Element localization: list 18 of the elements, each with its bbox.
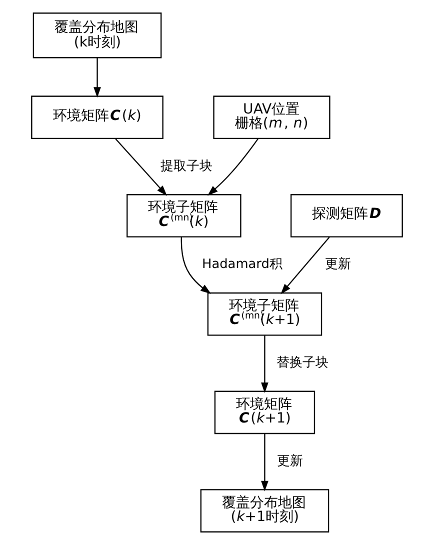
arrow bbox=[280, 236, 330, 294]
edge-label: Hadamard积 bbox=[202, 257, 282, 272]
node-box: 环境矩阵C(k+1) bbox=[214, 390, 316, 434]
edge-label: 更新 bbox=[325, 257, 352, 272]
node-box: UAV位置栅格(m, n) bbox=[213, 96, 330, 139]
edge-label: 提取子块 bbox=[160, 158, 212, 174]
arrow bbox=[180, 237, 212, 294]
arrow bbox=[115, 138, 168, 196]
node-box: 环境矩阵C(k) bbox=[31, 96, 164, 139]
arrow bbox=[94, 58, 101, 98]
node-box: 覆盖分布地图(k时刻) bbox=[32, 12, 162, 58]
arrow bbox=[261, 434, 268, 492]
node-box: 覆盖分布地图(k+1时刻) bbox=[200, 489, 330, 532]
arrow bbox=[261, 336, 268, 394]
edge-label: 更新 bbox=[277, 454, 304, 469]
node-box: 探测矩阵D bbox=[290, 194, 403, 238]
edge-label: 替换子块 bbox=[276, 356, 328, 371]
arrow bbox=[207, 138, 259, 196]
